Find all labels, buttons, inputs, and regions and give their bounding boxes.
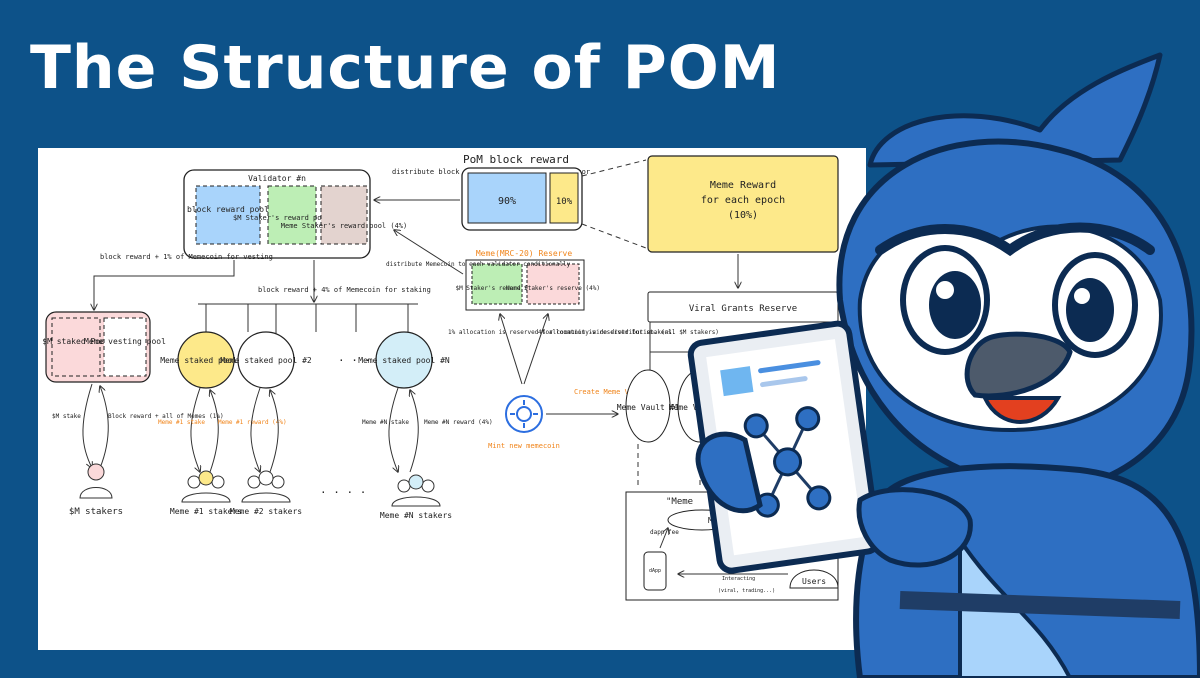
m-staked-pool-label: $M staked Pool: [42, 337, 110, 346]
meme-pool-2: [237, 331, 295, 389]
meme-reward-line1: Meme Reward: [710, 180, 776, 191]
meme-reward-line3: (10%): [728, 210, 758, 221]
meme2-stakers-icon: [241, 470, 291, 503]
allocation-1: 1% allocation is reserved for community-…: [448, 329, 719, 336]
stakers-dots: · · · ·: [320, 486, 366, 499]
meme-pool-1: [177, 331, 235, 389]
distribute-meme-note: distribute Memecoin to each validator co…: [386, 261, 571, 268]
meme-reward-box: [647, 155, 839, 253]
m-staked-pool: [51, 317, 101, 377]
pom-10-label: 10%: [556, 197, 573, 207]
memen-stake-note: Meme #N stake: [362, 419, 409, 426]
meme-staker-reward-pool: [320, 185, 368, 245]
mint-gear-icon: [505, 395, 543, 433]
block-reward-pool: [195, 185, 261, 245]
m-staker-reward-pool: [267, 185, 317, 245]
validator-title: Validator #n: [248, 174, 306, 183]
reserve-left-label: $M Staker's reward (1%): [455, 285, 538, 292]
meme1-stake-note: Meme #1 stake: [158, 419, 205, 426]
pool-dots: · · · ·: [338, 354, 384, 367]
meme1-stakers-icon: [181, 470, 231, 503]
reserve-right-label: Meme Staker's reserve (4%): [506, 285, 600, 292]
viral-trading-label: (viral, trading...): [718, 588, 775, 594]
m-stakers-label: $M stakers: [69, 507, 123, 517]
meme-pool-n: [375, 331, 433, 389]
meme-pool-1-label: Meme staked pool #1: [160, 356, 252, 365]
pom-90-label: 90%: [498, 196, 516, 207]
meme-pool-n-label: Meme staked pool #N: [358, 356, 450, 365]
users-icon: [789, 569, 839, 589]
viral-grants-box: [647, 291, 839, 323]
interacting-label: Interacting: [722, 576, 755, 582]
dapp-phone-icon: [643, 551, 667, 591]
block-reward-note2: block reward + 4% of Memecoin for stakin…: [258, 286, 431, 294]
dapp-label: dApp: [649, 568, 661, 574]
viral-grants-label: Viral Grants Reserve: [689, 304, 797, 314]
meme-vault-1-label: Meme Vault #1: [617, 403, 680, 412]
meme-reward-line2: for each epoch: [701, 195, 785, 206]
block-reward-pool-label: block reward pool: [187, 205, 269, 214]
svg-text:block reward pool: block reward pool: [187, 205, 269, 214]
allocation-4: 4% allocation is reserved for stakers.: [538, 329, 675, 336]
block-reward-note1: block reward + 1% of Memecoin for vestin…: [100, 253, 273, 261]
pom-reward-title: PoM block reward: [463, 153, 569, 166]
reserve-right: [526, 263, 580, 305]
pom-90-block: [467, 172, 547, 224]
meme1-stakers-label: Meme #1 stakers: [170, 507, 242, 516]
mint-label: Mint new memecoin: [488, 442, 560, 450]
memen-stakers-label: Meme #N stakers: [380, 511, 452, 520]
meme1-reward-note: Meme #1 reward (4%): [218, 419, 287, 426]
create-vault-label: Create Meme Vault: [574, 388, 646, 396]
m-stake-note: $M stake: [52, 413, 81, 420]
memen-reward-note: Meme #N reward (4%): [424, 419, 493, 426]
m-stakers-icon: [79, 463, 113, 499]
meme-staker-reward-pool-label: Meme Staker's reward pool (4%): [281, 222, 407, 230]
m-staker-reward-pool-label: $M Staker's reward pool (1%): [233, 214, 351, 222]
page-title: The Structure of POM: [30, 33, 781, 103]
block-reward-memes-note: Block reward + all of Memes (1%): [108, 413, 224, 420]
reserve-left: [471, 263, 523, 305]
meme-box-title: "Meme: [666, 497, 693, 507]
reserve-title: Meme(MRC-20) Reserve: [476, 249, 573, 258]
meme2-stakers-label: Meme #2 stakers: [230, 507, 302, 516]
pom-10-block: [549, 172, 579, 224]
meme-pool-2-label: Meme staked pool #2: [220, 356, 312, 365]
memen-stakers-icon: [391, 474, 441, 507]
users-label: Users: [802, 577, 826, 586]
meme-vesting-pool-label: Meme vesting pool: [84, 337, 166, 346]
meme-vault-1: [625, 369, 671, 443]
meme-vesting-pool: [103, 317, 147, 377]
